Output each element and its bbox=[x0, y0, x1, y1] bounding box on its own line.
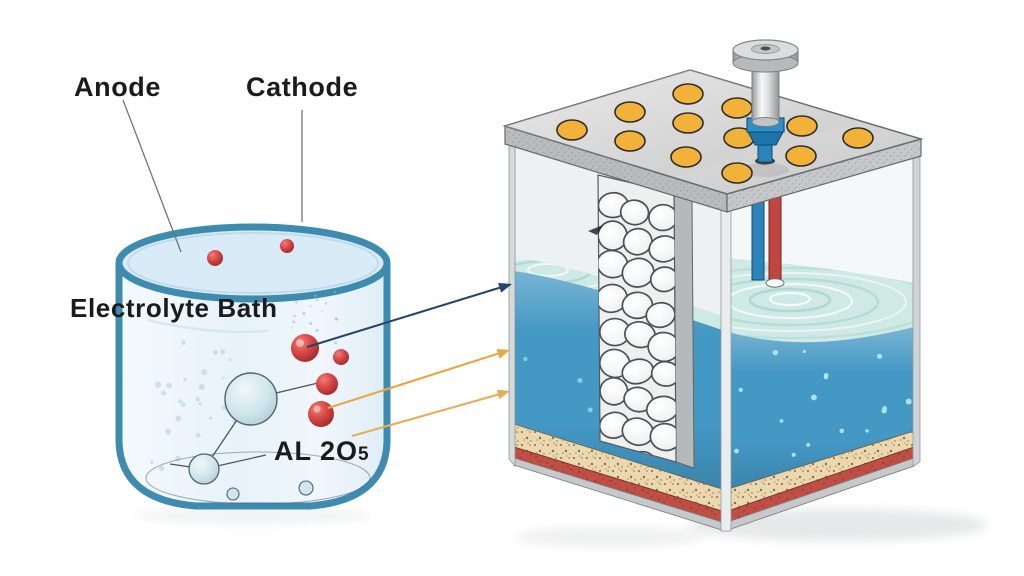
arrow-navy bbox=[306, 286, 503, 348]
beaker-waterline bbox=[147, 318, 269, 334]
arrow-light-orange bbox=[351, 392, 501, 438]
arrow-orange bbox=[327, 351, 501, 410]
bubble-column-side bbox=[673, 192, 695, 469]
arrow-light-orange-head bbox=[496, 389, 510, 400]
tank-corner-edge bbox=[720, 195, 732, 532]
label-leader-lines bbox=[122, 99, 303, 253]
alumina-formula-text: AL 2O bbox=[274, 436, 359, 466]
arrow-navy-head bbox=[498, 283, 512, 293]
cathode-label: Cathode bbox=[246, 72, 359, 102]
electrolyte-molecules bbox=[188, 372, 314, 501]
cathode-rod bbox=[751, 197, 765, 281]
tank-right-edge bbox=[912, 153, 921, 467]
electrode-rods bbox=[751, 195, 785, 288]
arrow-orange-head bbox=[496, 349, 510, 359]
electrolyte-bath-label: Electrolyte Bath bbox=[70, 293, 278, 323]
right-ripples bbox=[725, 266, 914, 340]
transfer-arrows bbox=[306, 283, 512, 438]
device-contact-shadow bbox=[741, 163, 789, 177]
rod-tip-disc bbox=[765, 278, 785, 288]
alumina-formula-label: AL 2O5 bbox=[274, 436, 369, 467]
beaker-speckles bbox=[150, 290, 339, 472]
bubbles bbox=[598, 191, 676, 462]
anode-label: Anode bbox=[74, 72, 161, 102]
alumina-formula-subscript: 5 bbox=[358, 444, 369, 465]
anode-holes bbox=[556, 83, 874, 184]
beaker-rim bbox=[115, 223, 391, 303]
tank-left-edge bbox=[508, 143, 516, 468]
feeder-rod bbox=[757, 143, 773, 163]
anode-plate bbox=[502, 69, 924, 213]
alumina-particles bbox=[207, 239, 349, 427]
beaker-bottom-line bbox=[145, 451, 371, 504]
anode-leader-line bbox=[122, 99, 182, 253]
feeder-cap-hole bbox=[760, 46, 771, 51]
electrolyte-beaker bbox=[115, 223, 391, 510]
column-mark bbox=[588, 225, 603, 235]
anode-rod bbox=[768, 195, 782, 284]
ground-shadows bbox=[135, 506, 988, 547]
feeder-device bbox=[732, 39, 799, 163]
bubble-column bbox=[588, 174, 695, 469]
electrolysis-cell bbox=[502, 39, 924, 532]
